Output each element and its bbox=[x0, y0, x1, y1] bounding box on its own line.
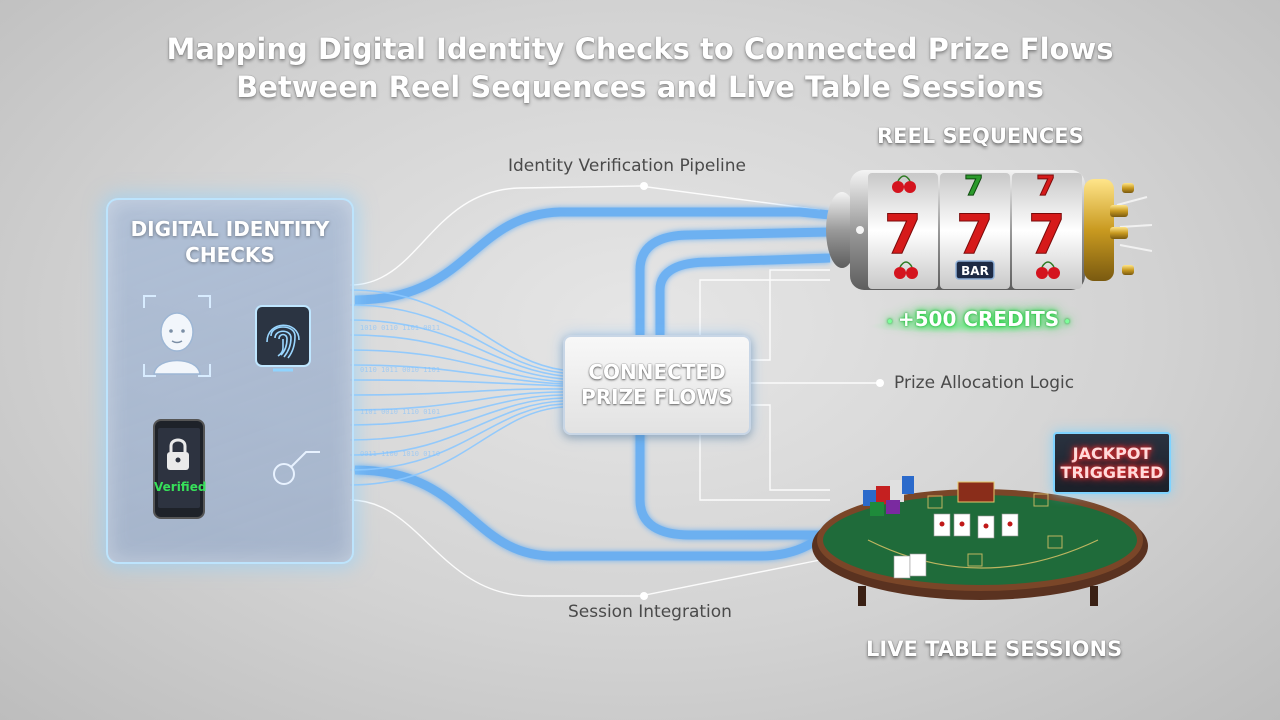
credits-sparkle-left: • bbox=[886, 315, 898, 329]
reel-window bbox=[868, 173, 1082, 289]
identity-title-line-1: DIGITAL IDENTITY bbox=[130, 217, 330, 241]
svg-text:0110 1011 0010 1101: 0110 1011 0010 1101 bbox=[360, 366, 440, 374]
connector-dots bbox=[640, 182, 884, 600]
svg-text:7: 7 bbox=[1028, 203, 1066, 266]
live-table bbox=[812, 476, 1148, 606]
face-scan-icon bbox=[143, 295, 211, 377]
verified-label: Verified bbox=[154, 480, 207, 494]
phone-status-area: Verified bbox=[154, 418, 208, 522]
binary-stream: 1010 0110 1101 0011 0110 1011 0010 1101 … bbox=[360, 324, 440, 458]
svg-text:7: 7 bbox=[956, 203, 994, 266]
jackpot-line-1: JACKPOT bbox=[1072, 444, 1152, 463]
svg-text:0011 1100 1010 0110: 0011 1100 1010 0110 bbox=[360, 450, 440, 458]
phone-lock-icon bbox=[153, 419, 205, 519]
svg-text:1010 0110 1101 0011: 1010 0110 1101 0011 bbox=[360, 324, 440, 332]
chip-stacks bbox=[863, 476, 914, 516]
connected-prize-flows-hub[interactable]: CONNECTED PRIZE FLOWS bbox=[563, 335, 751, 435]
live-table-sessions-title: LIVE TABLE SESSIONS bbox=[866, 637, 1123, 661]
svg-text:7: 7 bbox=[1036, 169, 1055, 202]
identity-pipeline-label: Identity Verification Pipeline bbox=[508, 156, 747, 176]
connector-lines bbox=[349, 185, 880, 597]
credits-text: +500 CREDITS bbox=[897, 307, 1060, 331]
jackpot-line-2: TRIGGERED bbox=[1060, 463, 1164, 482]
jackpot-triggered-sign: JACKPOT TRIGGERED bbox=[1053, 432, 1171, 494]
identity-panel-title: DIGITAL IDENTITY CHECKS bbox=[108, 216, 352, 268]
title-line-1: Mapping Digital Identity Checks to Conne… bbox=[166, 32, 1114, 66]
credits-sparkle-right: • bbox=[1059, 315, 1072, 329]
cherry-icon bbox=[892, 181, 1060, 279]
svg-text:7: 7 bbox=[884, 203, 922, 266]
credits-glow bbox=[868, 318, 1078, 334]
key-icon bbox=[273, 451, 320, 485]
prize-allocation-label: Prize Allocation Logic bbox=[894, 373, 1075, 393]
hub-line-1: CONNECTED bbox=[588, 360, 726, 384]
fingerprint-icon bbox=[255, 305, 311, 372]
identity-title-line-2: CHECKS bbox=[185, 243, 275, 267]
bar-symbol: BAR bbox=[961, 264, 989, 278]
reel-sequences-title: REEL SEQUENCES bbox=[877, 124, 1084, 148]
seven-symbols: 7 7 7 bbox=[884, 203, 1067, 267]
session-integration-label: Session Integration bbox=[568, 602, 732, 622]
svg-text:7: 7 bbox=[964, 169, 983, 202]
page-title: Mapping Digital Identity Checks to Conne… bbox=[0, 30, 1280, 106]
svg-text:1101 0010 1110 0101: 1101 0010 1110 0101 bbox=[360, 408, 440, 416]
title-line-2: Between Reel Sequences and Live Table Se… bbox=[236, 70, 1044, 104]
slot-reel-machine: 7 7 7 7 7 BAR bbox=[826, 169, 1152, 290]
credits-award: • +500 CREDITS • bbox=[886, 307, 1071, 331]
converging-lines bbox=[349, 289, 564, 486]
identity-panel: DIGITAL IDENTITY CHECKS Verified bbox=[106, 198, 354, 564]
hub-line-2: PRIZE FLOWS bbox=[581, 385, 733, 409]
bar-symbol-box bbox=[955, 260, 995, 280]
